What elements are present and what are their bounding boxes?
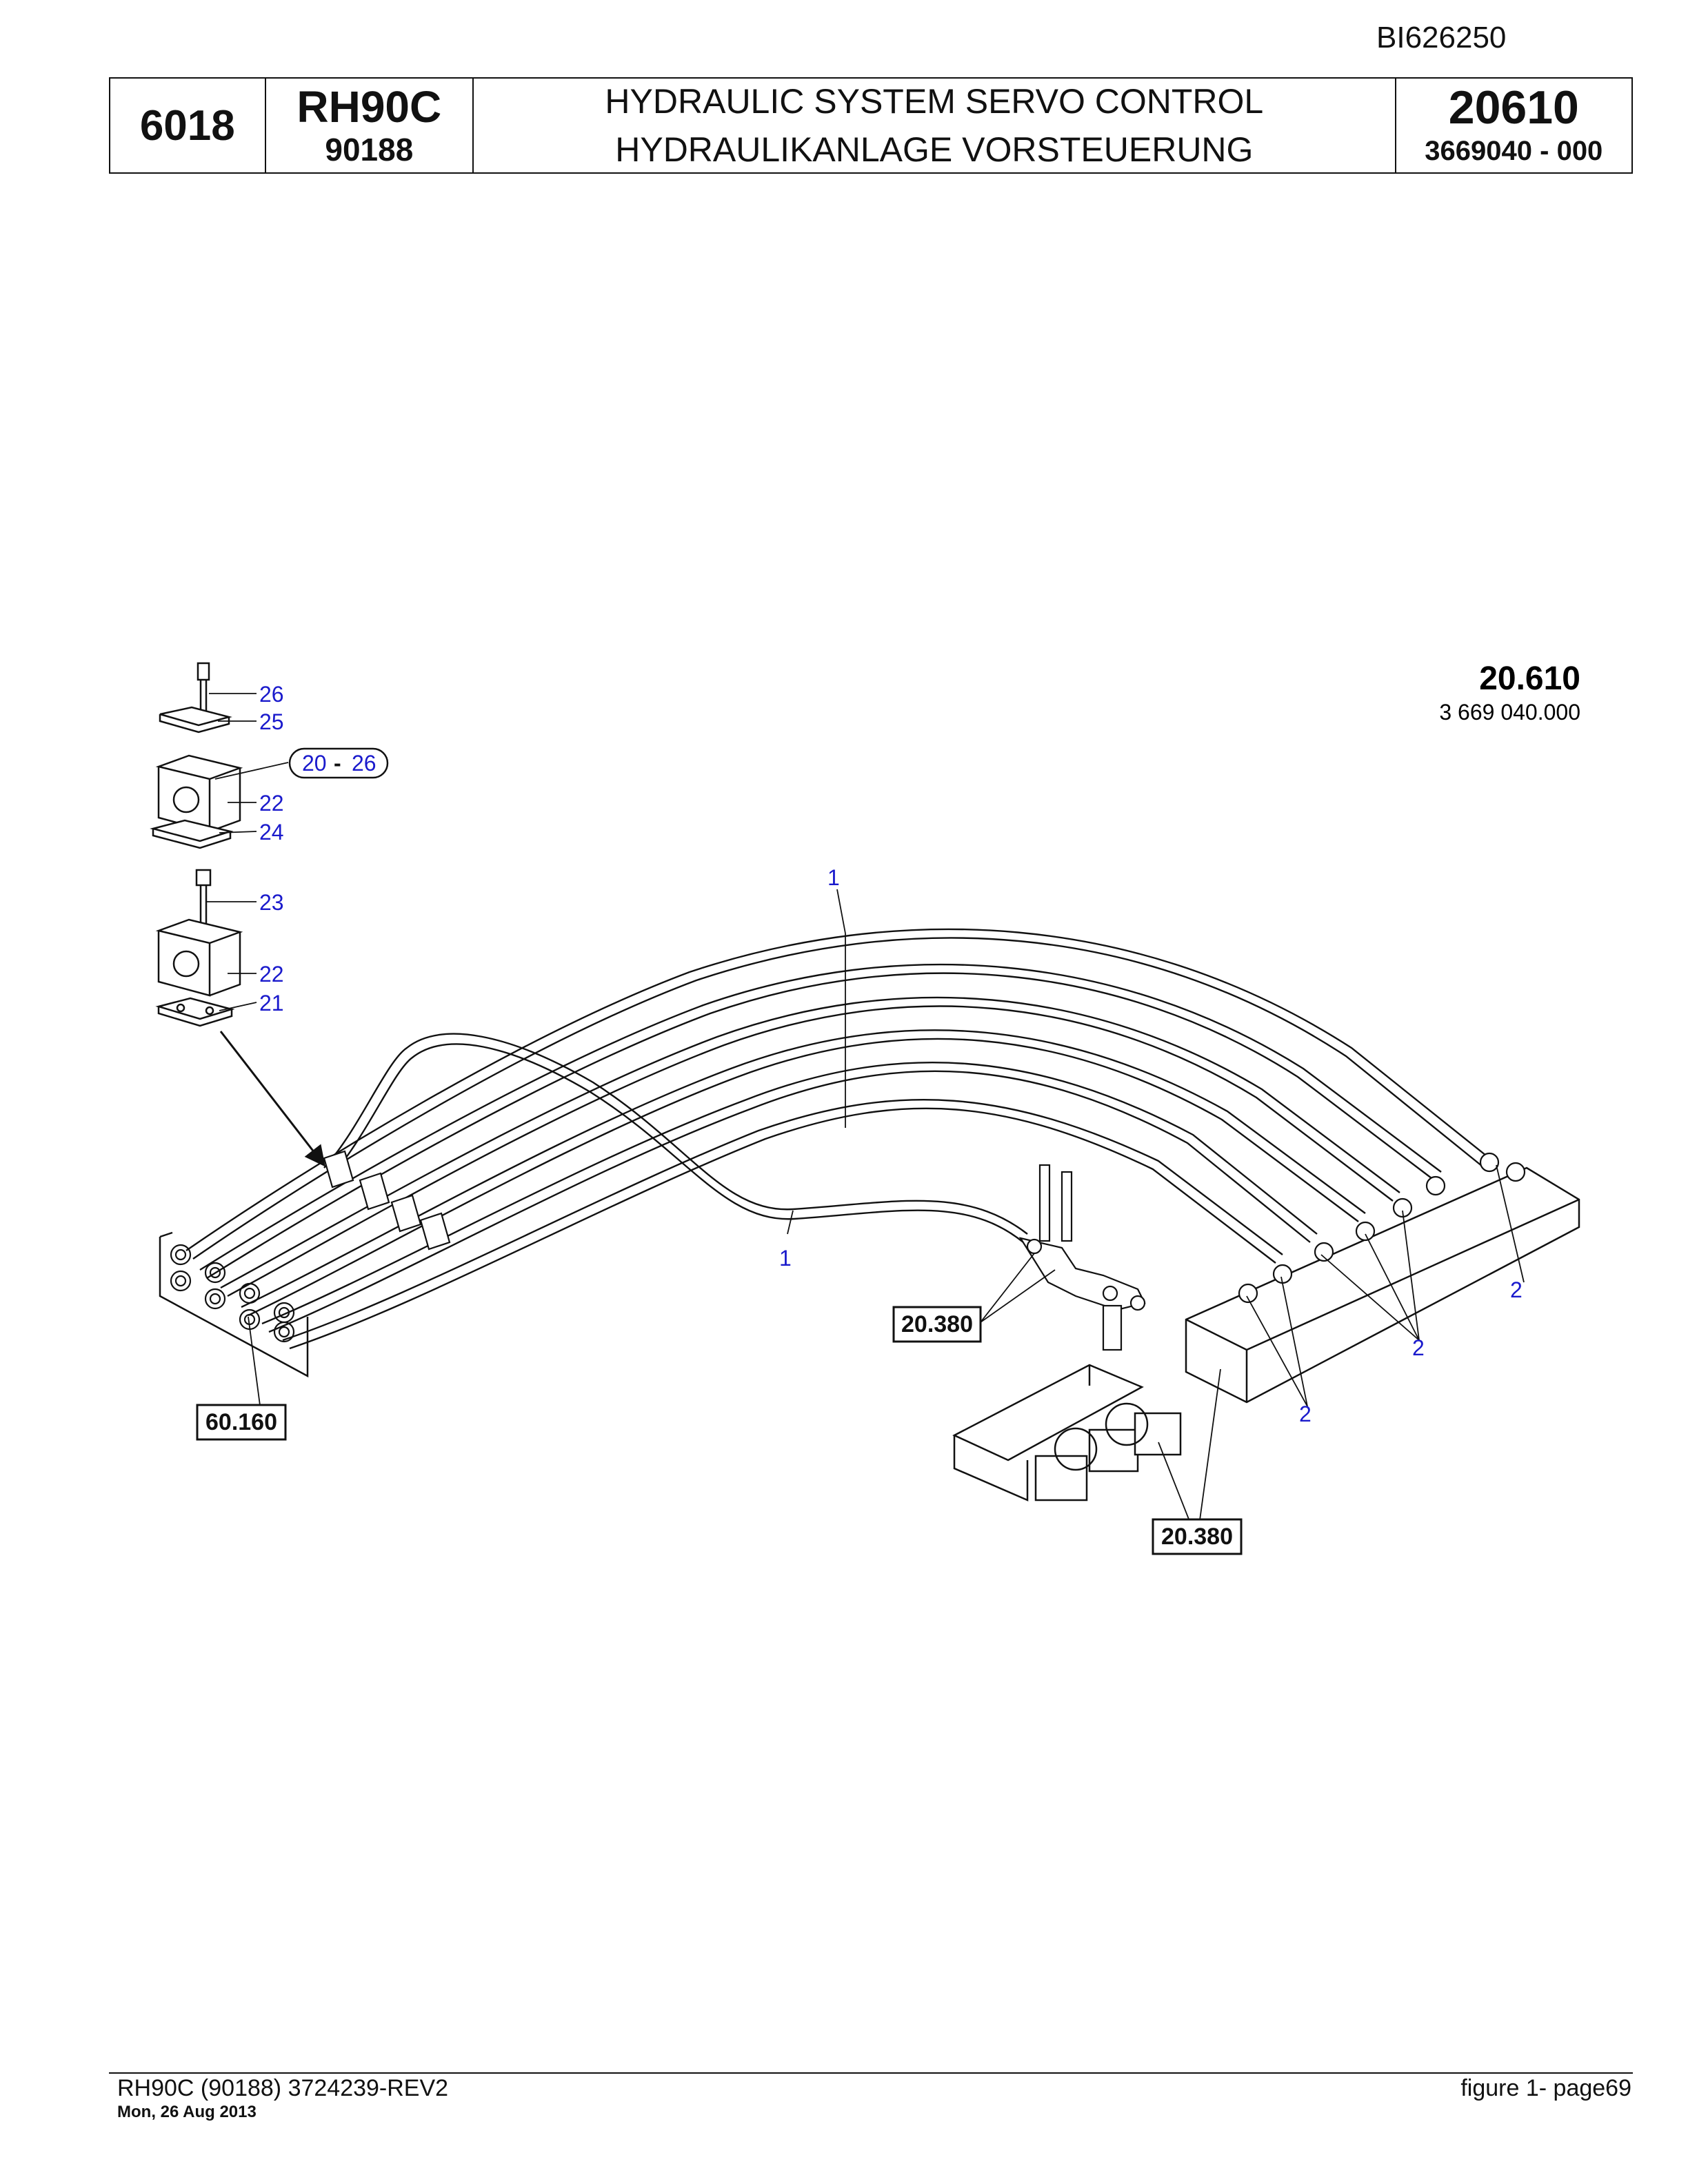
- ref-valve-bank-label: 20.380: [1161, 1524, 1233, 1550]
- callout-1-upper: 1: [827, 865, 840, 890]
- callout-22-lower: 22: [259, 962, 284, 987]
- callout-range-badge: [288, 747, 389, 779]
- ref-box-tee: [892, 1306, 982, 1343]
- ref-tee-label: 20.380: [901, 1311, 973, 1337]
- callout-range-start: 20: [302, 751, 327, 776]
- document-id: BI626250: [1376, 21, 1507, 54]
- left-fittings: [170, 1244, 295, 1343]
- ref-box-valve-bank: [1152, 1518, 1243, 1555]
- tee-fitting: [1018, 1164, 1146, 1351]
- callout-range-end: 26: [352, 751, 376, 776]
- callout-2-middle: 2: [1412, 1335, 1425, 1360]
- footer-rule: [109, 2072, 1633, 2074]
- group-label: 20.610: [1479, 660, 1580, 697]
- header-title-cell: HYDRAULIC SYSTEM SERVO CONTROL HYDRAULIK…: [474, 79, 1396, 172]
- left-valve-plate: [159, 1231, 309, 1378]
- group-part-label: 3 669 040.000: [1439, 700, 1580, 725]
- callout-26: 26: [259, 682, 284, 707]
- callout-1-lower: 1: [779, 1246, 792, 1271]
- assembly-arrow: [219, 1031, 325, 1167]
- callout-2-right: 2: [1510, 1277, 1523, 1302]
- serial-number: 90188: [325, 132, 414, 168]
- callout-22-upper: 22: [259, 791, 284, 816]
- header-table: 6018 RH90C 90188 HYDRAULIC SYSTEM SERVO …: [109, 77, 1633, 174]
- right-manifold: [1185, 1166, 1580, 1404]
- model-name: RH90C: [297, 82, 442, 132]
- group-number: 20610: [1448, 81, 1579, 134]
- callout-21: 21: [259, 991, 284, 1015]
- title-english: HYDRAULIC SYSTEM SERVO CONTROL: [605, 82, 1264, 121]
- header-model-cell: RH90C 90188: [266, 79, 474, 172]
- bundle-clamps: [323, 1150, 451, 1251]
- header-section-cell: 6018: [110, 79, 266, 172]
- footer-page: figure 1- page69: [1460, 2075, 1631, 2101]
- footer-reference: RH90C (90188) 3724239-REV2: [117, 2075, 449, 2101]
- callout-range-dash: -: [334, 751, 341, 776]
- section-number: 6018: [139, 101, 235, 150]
- clamp-assembly-upper: [150, 662, 243, 849]
- callout-25: 25: [259, 709, 284, 734]
- part-number: 3669040 - 000: [1425, 136, 1603, 166]
- callout-24: 24: [259, 820, 284, 845]
- clamp-leaders: [207, 693, 289, 1011]
- ref-box-left-plate: [196, 1404, 287, 1441]
- callout-leaders: [248, 889, 1525, 1541]
- hose-bundle: [185, 928, 1490, 1350]
- right-fittings: [1238, 1152, 1526, 1304]
- clamp-assembly-lower: [155, 869, 243, 1027]
- ref-left-plate-label: 60.160: [205, 1409, 277, 1435]
- callout-23: 23: [259, 890, 284, 915]
- title-german: HYDRAULIKANLAGE VORSTEUERUNG: [615, 130, 1254, 169]
- callout-2-left: 2: [1299, 1402, 1312, 1426]
- header-group-cell: 20610 3669040 - 000: [1396, 79, 1631, 172]
- valve-bank: [952, 1364, 1182, 1502]
- footer-date: Mon, 26 Aug 2013: [117, 2103, 257, 2121]
